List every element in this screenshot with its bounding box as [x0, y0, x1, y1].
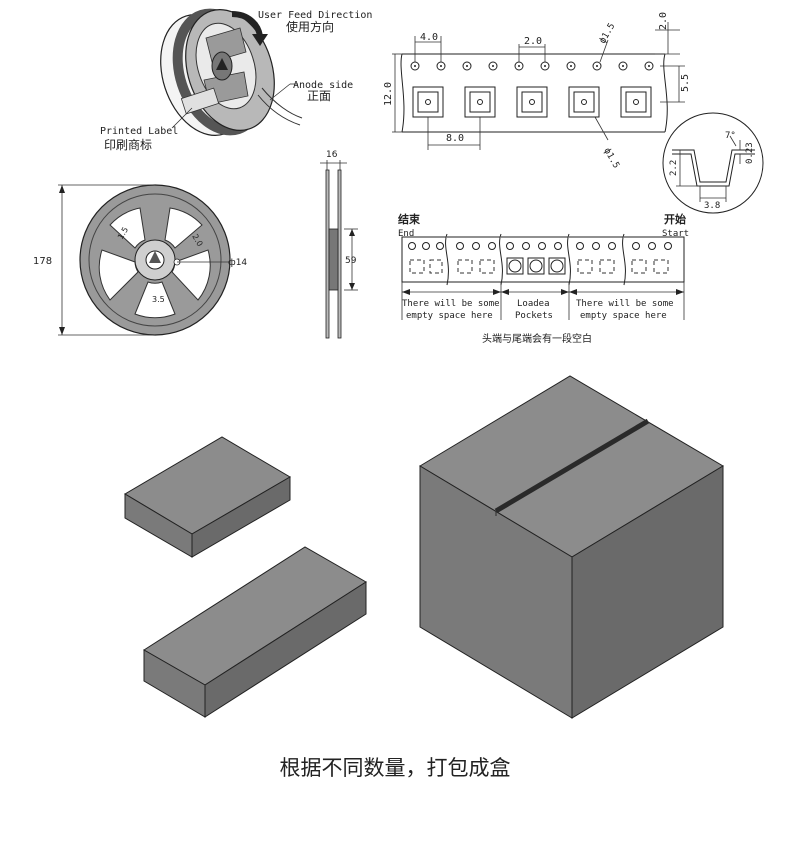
start-label-en: Start: [662, 229, 689, 239]
hole-pitch-label: 4.0: [420, 32, 438, 43]
reel-hub-label: ф14: [228, 258, 247, 268]
leader-trailer-tape: 结束 End 开始 Start: [397, 212, 689, 345]
small-box-flat: [124, 436, 291, 558]
top-offset-label: 2.0: [658, 12, 669, 30]
leader-pockets: [409, 257, 669, 275]
printed-label-area: [180, 87, 220, 115]
loaded-line2: Pockets: [515, 311, 553, 321]
sprocket-holes: [410, 61, 654, 71]
feed-direction-cn: 使用方向: [286, 19, 334, 34]
printed-label-en: Printed Label: [100, 126, 178, 137]
detail-width-label: 3.8: [704, 201, 720, 211]
pocket-detail: 7° 0.23 2.2 3.8: [662, 112, 764, 214]
reel-width-label: 16: [326, 150, 338, 160]
anode-side-cn: 正面: [307, 89, 331, 103]
reel-hub-width-label: 59: [345, 256, 357, 266]
empty-right-line2: empty space here: [580, 311, 667, 321]
pocket-spacing-label: 2.0: [524, 36, 542, 47]
pocket-hole-label: ф1.5: [601, 147, 621, 171]
packaging-caption: 根据不同数量，打包成盒: [280, 756, 511, 780]
detail-angle-label: 7°: [725, 131, 736, 141]
hole-diameter-label: ф1.5: [598, 22, 618, 46]
reel-diameter-label: 178: [33, 256, 52, 267]
tape-pockets: [412, 86, 652, 118]
detail-thickness-label: 0.23: [745, 142, 755, 164]
feed-arrow-icon: [252, 34, 268, 46]
anode-side-en: Anode side: [293, 80, 353, 91]
empty-left-line2: empty space here: [406, 311, 493, 321]
end-label-en: End: [398, 229, 414, 239]
loaded-line1: Loadea: [517, 299, 550, 309]
leader-holes: [408, 242, 672, 250]
empty-right-line1: There will be some: [576, 299, 674, 309]
printed-label-cn: 印刷商标: [104, 137, 152, 152]
box-seam: [494, 418, 650, 514]
reel-3d-view: User Feed Direction 使用方向 Anode side 正面 P…: [100, 8, 372, 152]
detail-depth-label: 2.2: [669, 160, 679, 176]
pocket-pitch-label: 8.0: [446, 133, 464, 144]
feed-direction-en: User Feed Direction: [258, 10, 372, 21]
reel-slot-label-c: 3.5: [152, 295, 165, 304]
row-offset-label: 5.5: [680, 74, 691, 92]
end-label-cn: 结束: [397, 212, 421, 226]
leader-note-cn: 头端与尾端会有一段空白: [482, 332, 592, 345]
reel-front-view: 178 ф14 1.5 2.0 3.5: [33, 184, 247, 336]
long-box: [143, 546, 367, 718]
start-label-cn: 开始: [664, 212, 686, 226]
carrier-tape-drawing: 4.0 2.0 ф1.5 2.0 12.0 5.5 8.0 ф1.5: [383, 12, 691, 170]
large-carton-box: [419, 375, 724, 719]
empty-left-line1: There will be some: [402, 299, 500, 309]
tape-width-label: 12.0: [383, 82, 394, 106]
reel-side-view: 16 59: [320, 150, 358, 339]
